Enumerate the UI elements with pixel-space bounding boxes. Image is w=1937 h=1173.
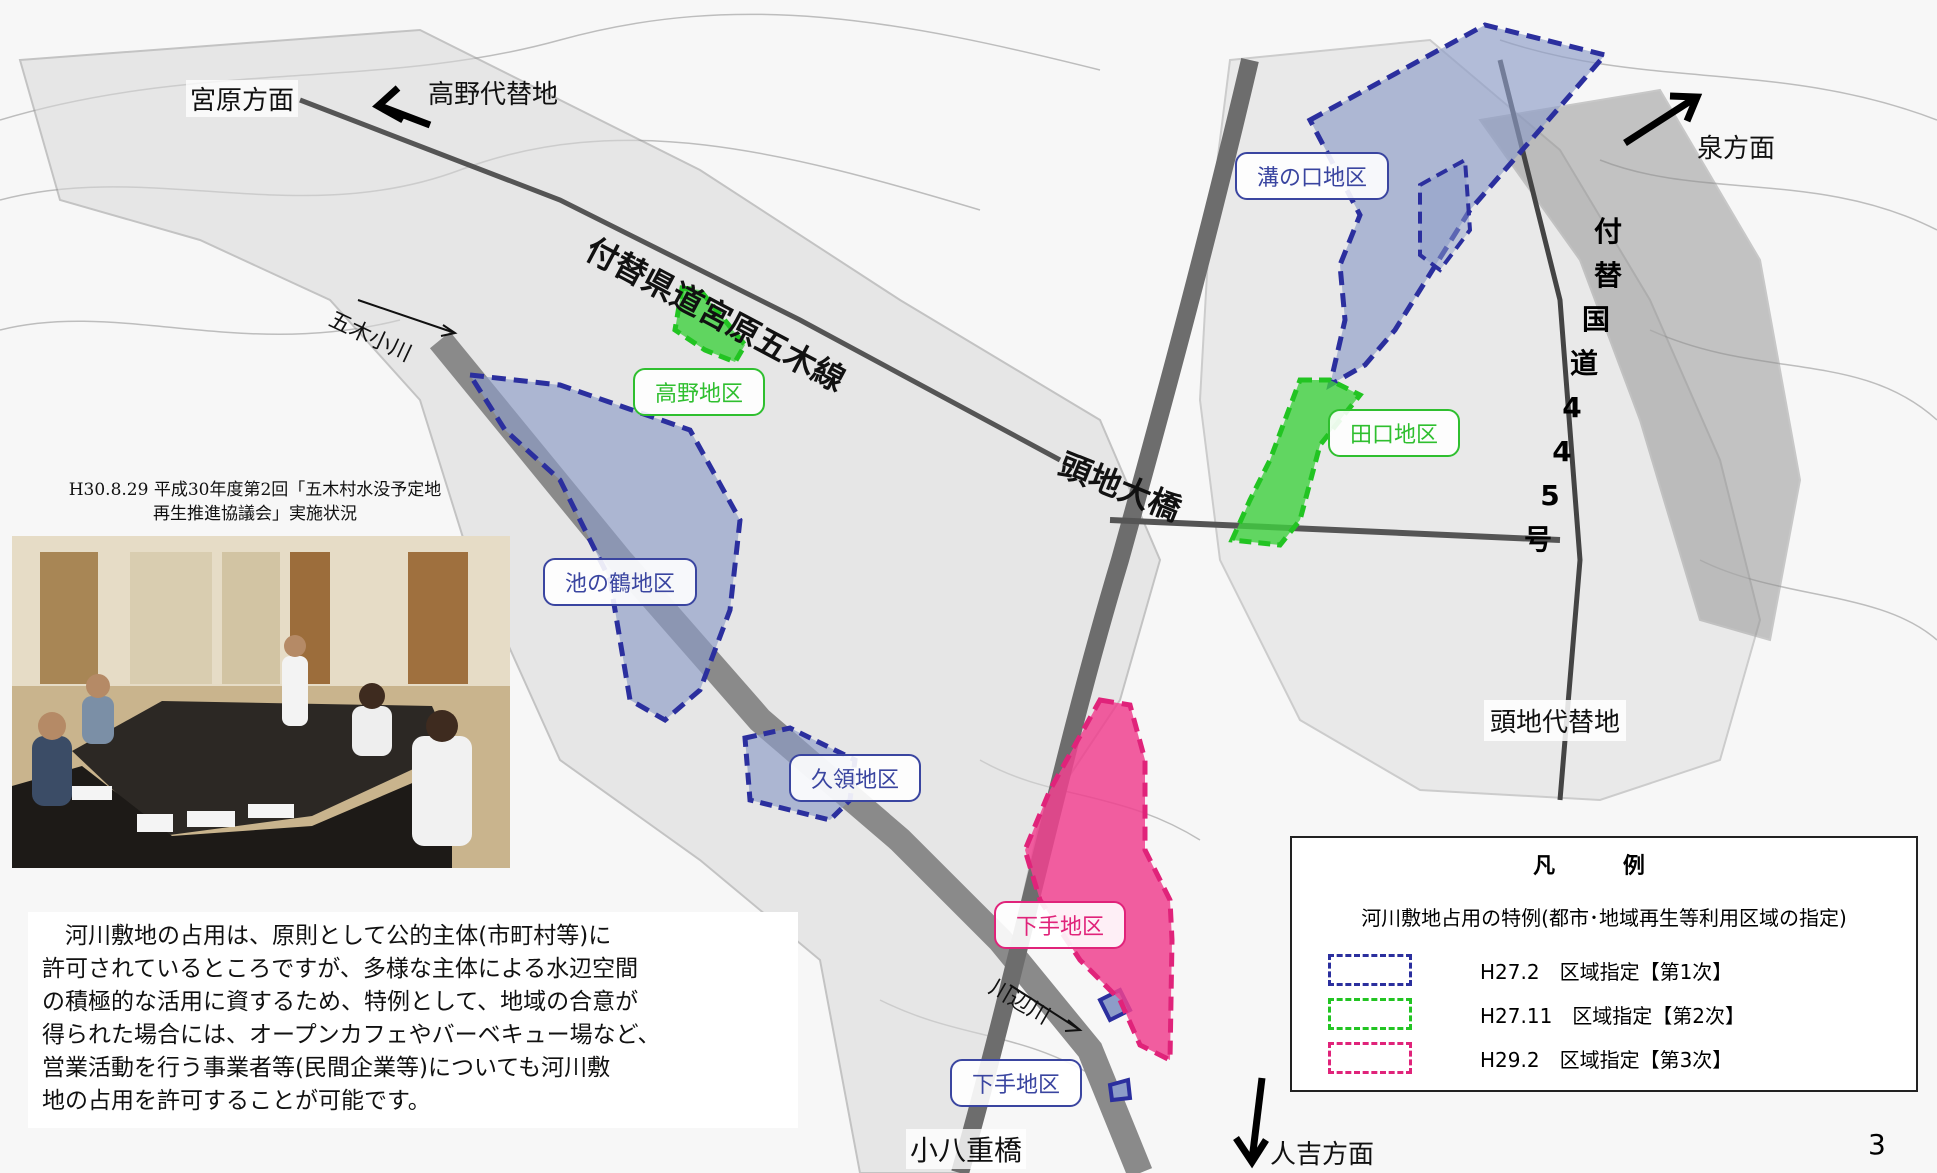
district-label-mizonokuchi[interactable]: 溝の口地区: [1235, 152, 1390, 200]
national-road-char: 替: [1593, 259, 1622, 292]
national-road-char: 国: [1581, 303, 1610, 336]
body-text-line: 地の占用を許可することが可能です。: [42, 1088, 431, 1114]
map-legend: 凡 例 河川敷地占用の特例(都市･地域再生等利用区域の指定) H27.2 区域指…: [1290, 836, 1918, 1092]
kawabe-flow-arrow: [1009, 984, 1081, 1031]
page-number: 3: [1868, 1128, 1886, 1161]
legend-item-label: H27.11 区域指定【第2次】: [1480, 1004, 1746, 1028]
label-kashira-relocation: 頭地代替地: [1484, 700, 1627, 741]
district-label-shimote-lower[interactable]: 下手地区: [950, 1059, 1083, 1107]
legend-swatch-pink: [1328, 1042, 1412, 1074]
legend-item-label: H27.2 区域指定【第1次】: [1480, 960, 1733, 984]
photo-caption-line: H30.8.29 平成30年度第2回「五木村水没予定地: [68, 480, 442, 500]
national-road-char: 5: [1540, 479, 1560, 512]
legend-swatch-green: [1328, 998, 1412, 1030]
bridge-line: [1109, 517, 1561, 543]
river-kawabe: [951, 57, 1259, 1173]
label-izumi: 泉方面: [1697, 134, 1776, 164]
legend-item-label: H29.2 区域指定【第3次】: [1480, 1048, 1733, 1072]
district-shimote-upper-area[interactable]: [1022, 697, 1175, 1065]
district-label-takano[interactable]: 高野地区: [633, 368, 766, 416]
district-label-kuryo[interactable]: 久領地区: [789, 754, 922, 802]
national-road-char: 道: [1569, 347, 1598, 380]
district-label-taguchi[interactable]: 田口地区: [1328, 409, 1461, 457]
district-label-shimote-upper[interactable]: 下手地区: [994, 901, 1127, 949]
flow-arrows: [357, 299, 1083, 1032]
district-ikenotsuru-area[interactable]: [465, 371, 743, 724]
national-road-line: [1497, 59, 1583, 801]
legend-swatch-blue: [1328, 954, 1412, 986]
body-text-line: 営業活動を行う事業者等(民間企業等)についても河川敷: [42, 1055, 611, 1081]
arrow-izumi-head: [1669, 92, 1703, 123]
arrow-hitoyoshi-head: [1233, 1136, 1269, 1169]
label-kobae-bridge: 小八重橋: [906, 1129, 1027, 1169]
body-text: 河川敷地の占用は、原則として公的主体(市町村等)に 許可されているところですが、…: [28, 912, 798, 1128]
meeting-photo: [12, 536, 510, 868]
body-text-line: 許可されているところですが、多様な主体による水辺空間: [42, 956, 639, 982]
photo-caption: H30.8.29 平成30年度第2回「五木村水没予定地 再生推進協議会」実施状況: [10, 478, 500, 526]
arrow-hitoyoshi: [1248, 1077, 1266, 1161]
goki-flow-arrow-head: [440, 324, 458, 337]
arrow-izumi: [1623, 95, 1697, 146]
national-road-char: 付: [1593, 215, 1622, 248]
body-text-line: の積極的な活用に資するため、特例として、地域の合意が: [42, 989, 639, 1015]
kawabe-flow-arrow-head: [1064, 1019, 1083, 1032]
national-road-char: 4: [1562, 391, 1582, 424]
national-road-char: 号: [1523, 523, 1552, 556]
national-road-char: 4: [1552, 435, 1572, 468]
label-miyahara: 宮原方面: [186, 80, 299, 117]
district-label-ikenotsuru[interactable]: 池の鶴地区: [543, 558, 698, 606]
prefectural-road-line: [299, 97, 1062, 463]
photo-caption-line: 再生推進協議会」実施状況: [153, 504, 357, 524]
body-text-line: 河川敷地の占用は、原則として公的主体(市町村等)に: [42, 923, 612, 949]
goki-flow-arrow: [357, 299, 456, 334]
legend-title: 凡 例: [1533, 854, 1675, 879]
district-shimote-lower-mark-2: [1107, 1077, 1133, 1103]
legend-subtitle: 河川敷地占用の特例(都市･地域再生等利用区域の指定): [1361, 906, 1847, 930]
district-mizonokuchi-area-2[interactable]: [1418, 156, 1473, 273]
body-text-line: 得られた場合には、オープンカフェやバーベキュー場など、: [42, 1022, 661, 1048]
arrow-miyahara-head: [372, 85, 405, 124]
label-hitoyoshi: 人吉方面: [1270, 1140, 1375, 1170]
district-takano-area[interactable]: [672, 285, 749, 366]
direction-arrows: [372, 85, 1703, 1169]
label-takano-relocation: 高野代替地: [428, 80, 559, 110]
